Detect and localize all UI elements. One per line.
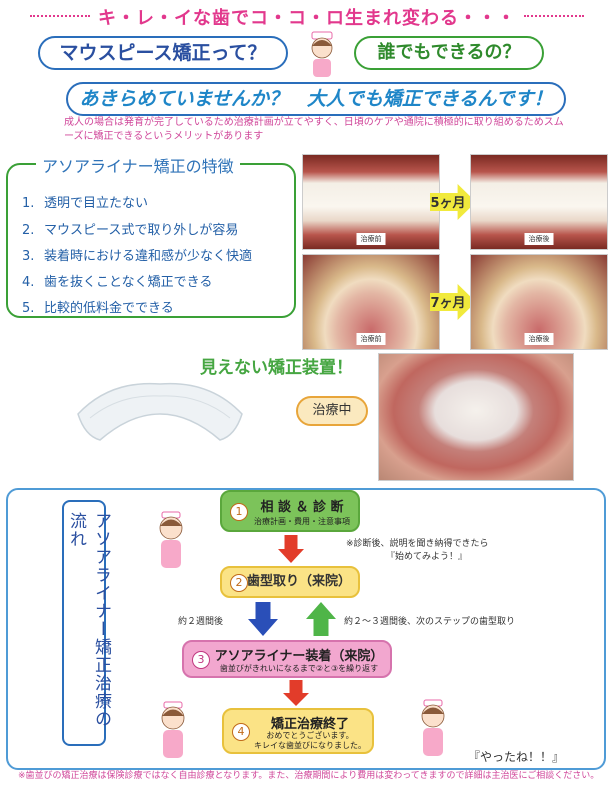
exclaim-text: 『やったね！！』 (468, 750, 565, 764)
step-number: 4 (232, 723, 250, 741)
header-rule-right (524, 15, 584, 17)
nurse-icon (161, 701, 185, 758)
diagnosis-note: ※診断後、説明を聞き納得できたら 『始めてみよう！』 (346, 539, 489, 562)
feature-item: 5.比較的低料金でできる (22, 301, 174, 316)
invisible-heading: 見えない矯正装置！ (200, 358, 353, 378)
flow-step-3: 3 アソアライナー装着（来院） 歯並びがきれいになるまで②と③を繰り返す (182, 640, 392, 678)
features-box (6, 163, 296, 318)
duration-label: 5ヶ月 (430, 196, 466, 211)
before-photo-arch: 治療前 (302, 254, 440, 350)
nurse-icon (421, 699, 445, 756)
photo-caption: 治療前 (356, 233, 386, 245)
after-photo-arch: 治療後 (470, 254, 608, 350)
speech-bubble-right: 誰でもできるの？ (354, 36, 544, 70)
nurse-icon (311, 31, 333, 77)
duration-label: 7ヶ月 (430, 296, 466, 311)
before-photo-front: 治療前 (302, 154, 440, 250)
photo-caption: 治療前 (356, 333, 386, 345)
step-subtitle: おめでとうございます。 キレイな歯並びになりました。 (254, 731, 366, 750)
feature-item: 3.装着時における違和感が少なく快適 (22, 249, 253, 264)
step-title: アソアライナー装着（来院） (214, 649, 384, 664)
step-number: 3 (192, 651, 210, 669)
page-title: キ・レ・イな歯でコ・コ・ロ生まれ変わる・・・ (98, 8, 516, 29)
after-photo-front: 治療後 (470, 154, 608, 250)
step-title: 相 談 ＆ 診 断 (260, 500, 344, 515)
treatment-badge: 治療中 (296, 396, 368, 426)
interval-label-left: 約２週間後 (178, 617, 224, 627)
step-title: 矯正治療終了 (270, 717, 349, 732)
intro-text: 成人の場合は発育が完了しているため治療計画が立てやすく、日頃のケアや通院に積極的… (64, 117, 564, 142)
footnote: ※歯並びの矯正治療は保険診療ではなく自由診療となります。また、治療期間により費用… (18, 771, 600, 781)
mouth-photo (378, 353, 574, 481)
step-number: 2 (230, 574, 248, 592)
feature-item: 2.マウスピース式で取り外しが容易 (22, 223, 239, 238)
aligner-image (77, 382, 243, 441)
step-subtitle: 歯並びがきれいになるまで②と③を繰り返す (219, 664, 379, 673)
step-title: 歯型取り（来院） (246, 574, 351, 589)
feature-item: 4.歯を抜くことなく矯正できる (22, 275, 213, 290)
flow-step-1: 1 相 談 ＆ 診 断 治療計画・費用・注意事項 (220, 490, 360, 532)
features-title: アソアライナー矯正の特徴 (36, 153, 240, 177)
interval-label-right: 約２～３週間後、次のステップの歯型取り (344, 617, 516, 627)
flow-title: アソアライナー矯正治療の流れ (62, 500, 111, 746)
flow-step-4: 4 矯正治療終了 おめでとうございます。 キレイな歯並びになりました。 (222, 708, 374, 754)
flow-step-2: 2 歯型取り（来院） (220, 566, 360, 598)
headline-banner: あきらめていませんか？ 大人でも矯正できるんです！ (66, 82, 566, 116)
header-rule-left (30, 15, 90, 17)
step-subtitle: 治療計画・費用・注意事項 (254, 517, 350, 526)
speech-bubble-left: マウスピース矯正って？ (38, 36, 288, 70)
step-number: 1 (230, 503, 248, 521)
nurse-icon (159, 511, 183, 568)
photo-caption: 治療後 (524, 233, 554, 245)
feature-item: 1.透明で目立たない (22, 196, 149, 211)
photo-caption: 治療後 (524, 333, 554, 345)
